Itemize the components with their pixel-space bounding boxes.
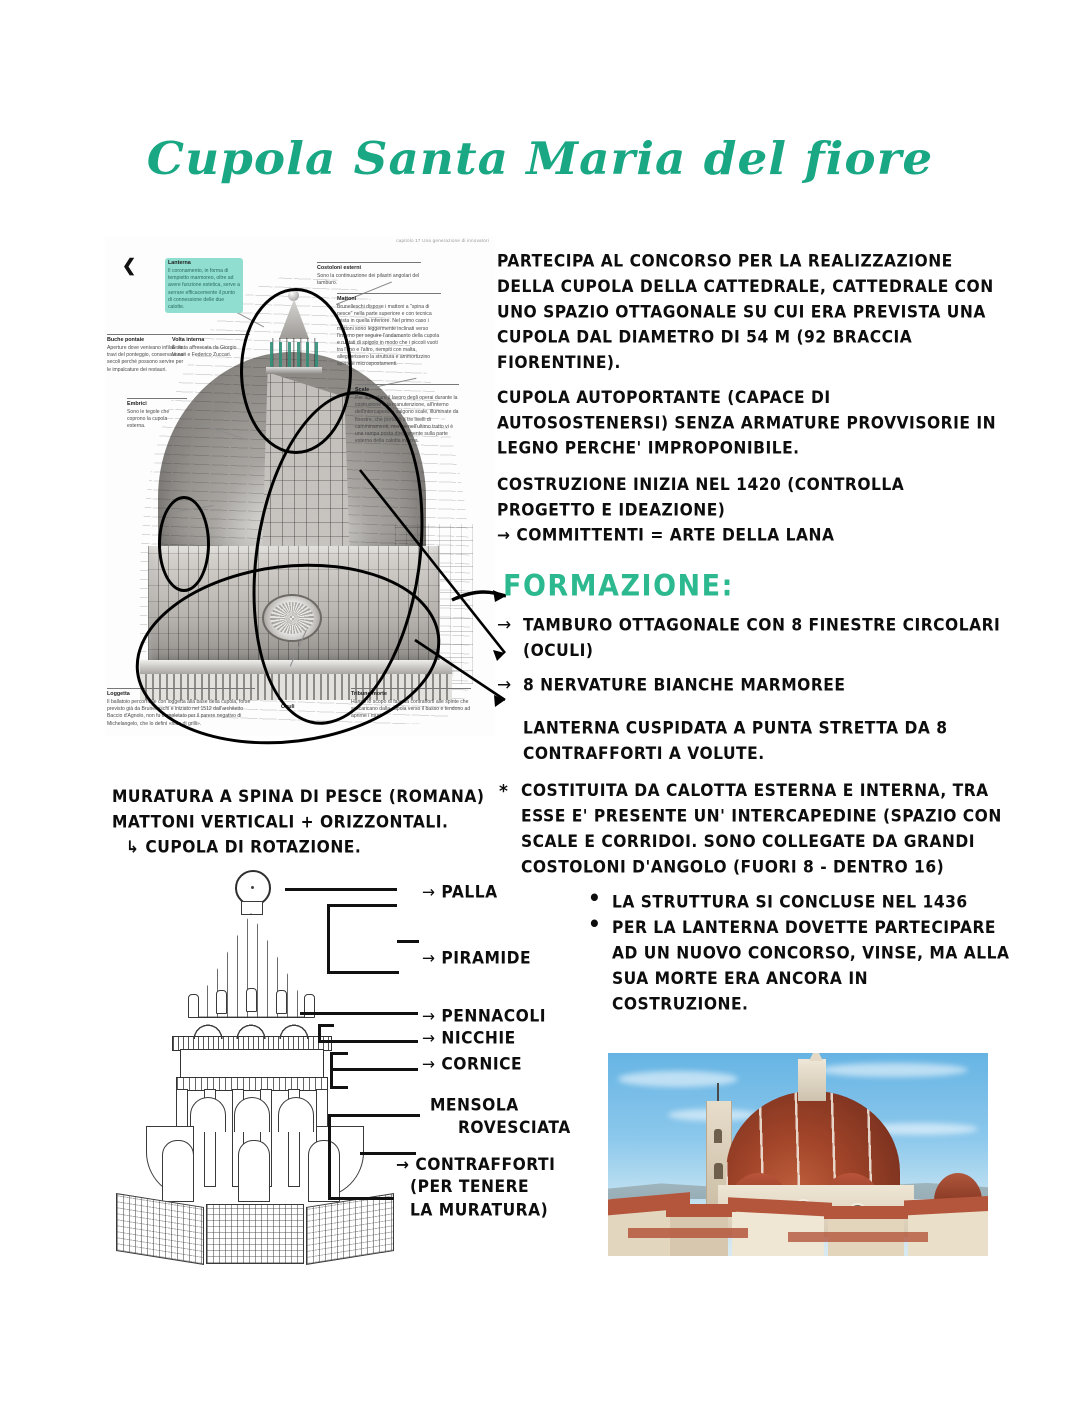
formazione-item-1: → TAMBURO OTTAGONALE CON 8 FINESTRE CIRC…: [497, 613, 1007, 664]
photo-lantern: [798, 1053, 826, 1101]
lantern-niches: [180, 1049, 324, 1079]
note-muratura-line-3: ↳ CUPOLA DI ROTAZIONE.: [126, 837, 362, 858]
annotation-ellipse-lantern: [240, 288, 352, 454]
conclusion-bullets: • LA STRUTTURA SI CONCLUSE NEL 1436 • PE…: [580, 885, 1010, 1018]
lantern-label-piramide: → PIRAMIDE: [422, 948, 532, 968]
note-muratura: MURATURA A SPINA DI PESCE (ROMANA) MATTO…: [112, 784, 532, 860]
note-paragraph-3: COSTRUZIONE INIZIA NEL 1420 (CONTROLLA P…: [497, 472, 1007, 548]
annotation-ellipse-rib: [158, 496, 210, 592]
bullet-icon: •: [588, 910, 602, 937]
lantern-line-drawing: [110, 868, 400, 1266]
note-paragraph-1: PARTECIPA AL CONCORSO PER LA REALIZZAZIO…: [497, 251, 994, 373]
note-muratura-line-1: MURATURA A SPINA DI PESCE (ROMANA): [112, 787, 485, 807]
lantern-label-palla: → PALLA: [422, 882, 498, 902]
arrow-right-icon: →: [497, 674, 512, 696]
arrow-right-icon: →: [497, 614, 512, 637]
lantern-pennacoli: [188, 1001, 314, 1039]
asterisk-icon: *: [499, 781, 509, 803]
note-paragraph-2: CUPOLA AUTOPORTANTE (CAPACE DI AUTOSOSTE…: [497, 388, 997, 459]
florence-rooftops: [608, 1188, 988, 1256]
lantern-columns: [172, 1089, 330, 1187]
formazione-item-2: → 8 NERVATURE BIANCHE MARMOREE: [497, 672, 1007, 697]
bullet-item-2: • PER LA LANTERNA DOVETTE PARTECIPARE AD…: [588, 910, 1010, 1014]
formazione-item-4: * COSTITUITA DA CALOTTA ESTERNA E INTERN…: [497, 778, 1007, 880]
formazione-item-3: LANTERNA CUSPIDATA A PUNTA STRETTA DA 8 …: [523, 718, 948, 764]
bullet-item-1: • LA STRUTTURA SI CONCLUSE NEL 1436: [588, 885, 968, 912]
notes-column: PARTECIPA AL CONCORSO PER LA REALIZZAZIO…: [497, 252, 1007, 885]
lantern-label-contrafforti: → CONTRAFFORTI (PER TENERE LA MURATURA): [396, 1155, 556, 1220]
note-muratura-line-2: MATTONI VERTICALI + ORIZZONTALI.: [112, 812, 449, 832]
bullet-icon: •: [588, 885, 602, 911]
figure-caption: capitolo 17 Una generazione di innovator…: [396, 238, 489, 243]
lantern-label-pennacoli: → PENNACOLI: [422, 1006, 546, 1026]
page-title: Cupola Santa Maria del fiore: [146, 132, 934, 185]
note-paragraph-3-sub: → COMMITTENTI = ARTE DELLA LANA: [497, 526, 835, 546]
lantern-label-nicchie: → NICCHIE: [422, 1028, 516, 1048]
lantern-label-mensola: MENSOLA ROVESCIATA: [430, 1095, 571, 1138]
section-heading-formazione: FORMAZIONE:: [503, 569, 734, 604]
chevron-left-icon: ❮: [122, 256, 137, 275]
lantern-base-platform: [116, 1186, 394, 1265]
duomo-photograph: [608, 1053, 988, 1256]
figure-label-oculi: Oculi: [281, 704, 295, 710]
lantern-label-cornice: → CORNICE: [422, 1054, 523, 1074]
